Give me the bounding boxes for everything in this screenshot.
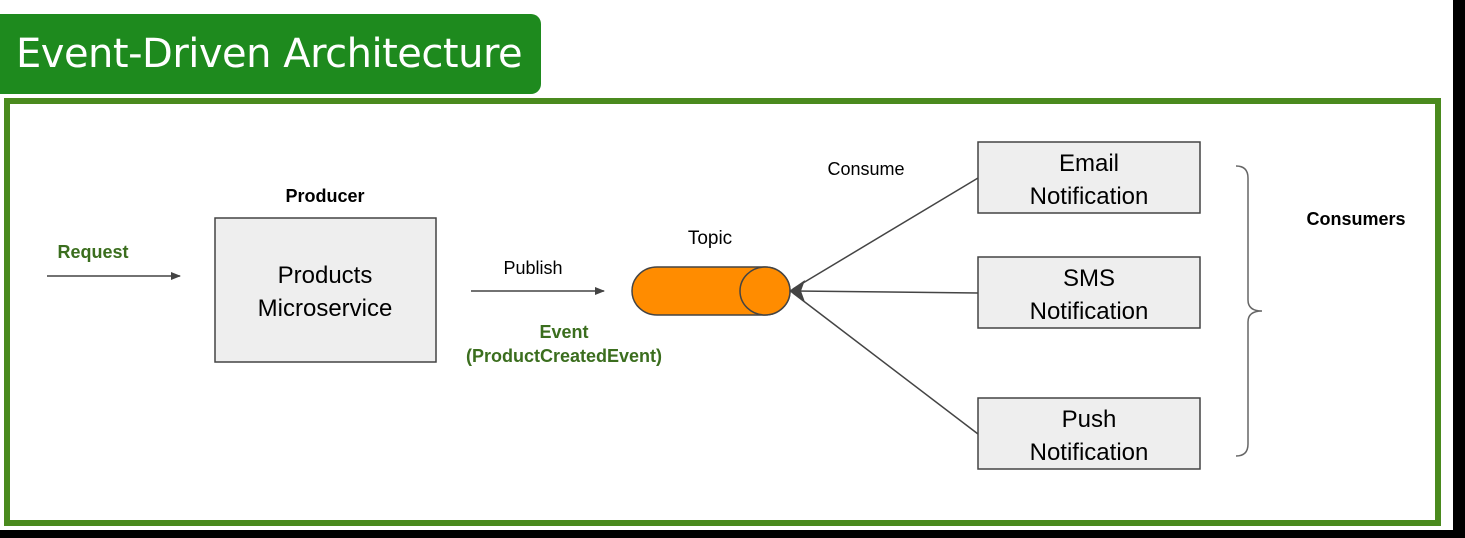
push-connector [792,292,979,435]
consume-label: Consume [827,159,904,179]
producer-box-line1: Products [278,262,373,289]
email-notification-box [977,141,1201,214]
push-notification-box [977,397,1201,470]
producer-heading: Producer [285,186,364,206]
producer-box [214,217,437,363]
right-edge-bar [1453,0,1465,538]
sms-notification-box [977,256,1201,329]
producer-box-line2: Microservice [258,295,393,322]
email-connector [792,177,979,290]
sms-connector [794,290,979,294]
consumers-heading: Consumers [1306,209,1405,229]
push-notification-line1: Push [1062,406,1117,433]
sms-notification-line1: SMS [1063,265,1115,292]
topic-cylinder [631,266,791,316]
event-label-line2: (ProductCreatedEvent) [466,346,662,366]
email-notification-line2: Notification [1030,183,1149,210]
diagram-title: Event-Driven Architecture [16,31,523,77]
topic-label: Topic [688,228,732,249]
publish-label: Publish [503,258,562,278]
title-banner: Event-Driven Architecture [0,14,541,94]
consume-arrowhead [789,280,805,302]
bottom-edge-bar [0,530,1465,538]
push-notification-line2: Notification [1030,439,1149,466]
request-label: Request [57,242,128,262]
sms-notification-line2: Notification [1030,298,1149,325]
consumers-brace [1235,165,1263,457]
event-label-line1: Event [539,322,588,342]
email-notification-line1: Email [1059,150,1119,177]
